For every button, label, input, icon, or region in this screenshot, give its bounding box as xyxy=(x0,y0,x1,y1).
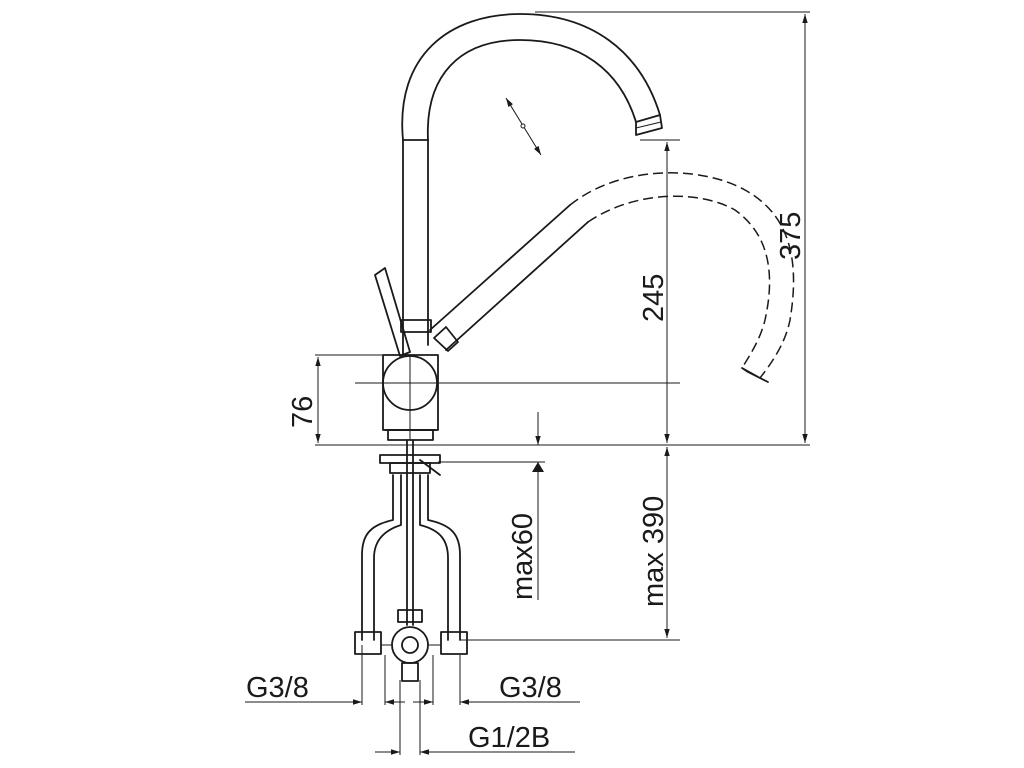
dim-label-max390: max 390 xyxy=(638,496,670,607)
pullout-spout-dashed xyxy=(429,172,795,383)
faucet-body xyxy=(374,13,663,441)
dim-label-right-inlet: G3/8 xyxy=(499,672,562,704)
dim-label-outlet: G1/2B xyxy=(468,722,550,754)
dimension-right-g38: G3/8 xyxy=(413,672,580,705)
dim-label-max60: max60 xyxy=(507,513,539,600)
dimension-max390: max 390 xyxy=(638,447,670,638)
dim-label-375: 375 xyxy=(775,212,807,260)
dim-label-left-inlet: G3/8 xyxy=(246,672,309,704)
swivel-arrow-icon xyxy=(505,97,542,156)
dimension-max60: max60 xyxy=(507,412,544,600)
dim-label-76: 76 xyxy=(287,396,319,428)
dimension-245: 245 xyxy=(638,142,670,443)
dimension-375: 375 xyxy=(775,14,808,443)
dim-label-245: 245 xyxy=(638,274,670,322)
dimension-g12b: G1/2B xyxy=(375,722,575,755)
dimension-76: 76 xyxy=(287,357,321,443)
extension-lines xyxy=(315,11,810,755)
under-counter-assembly xyxy=(354,439,468,682)
dimension-left-g38: G3/8 xyxy=(245,672,405,705)
